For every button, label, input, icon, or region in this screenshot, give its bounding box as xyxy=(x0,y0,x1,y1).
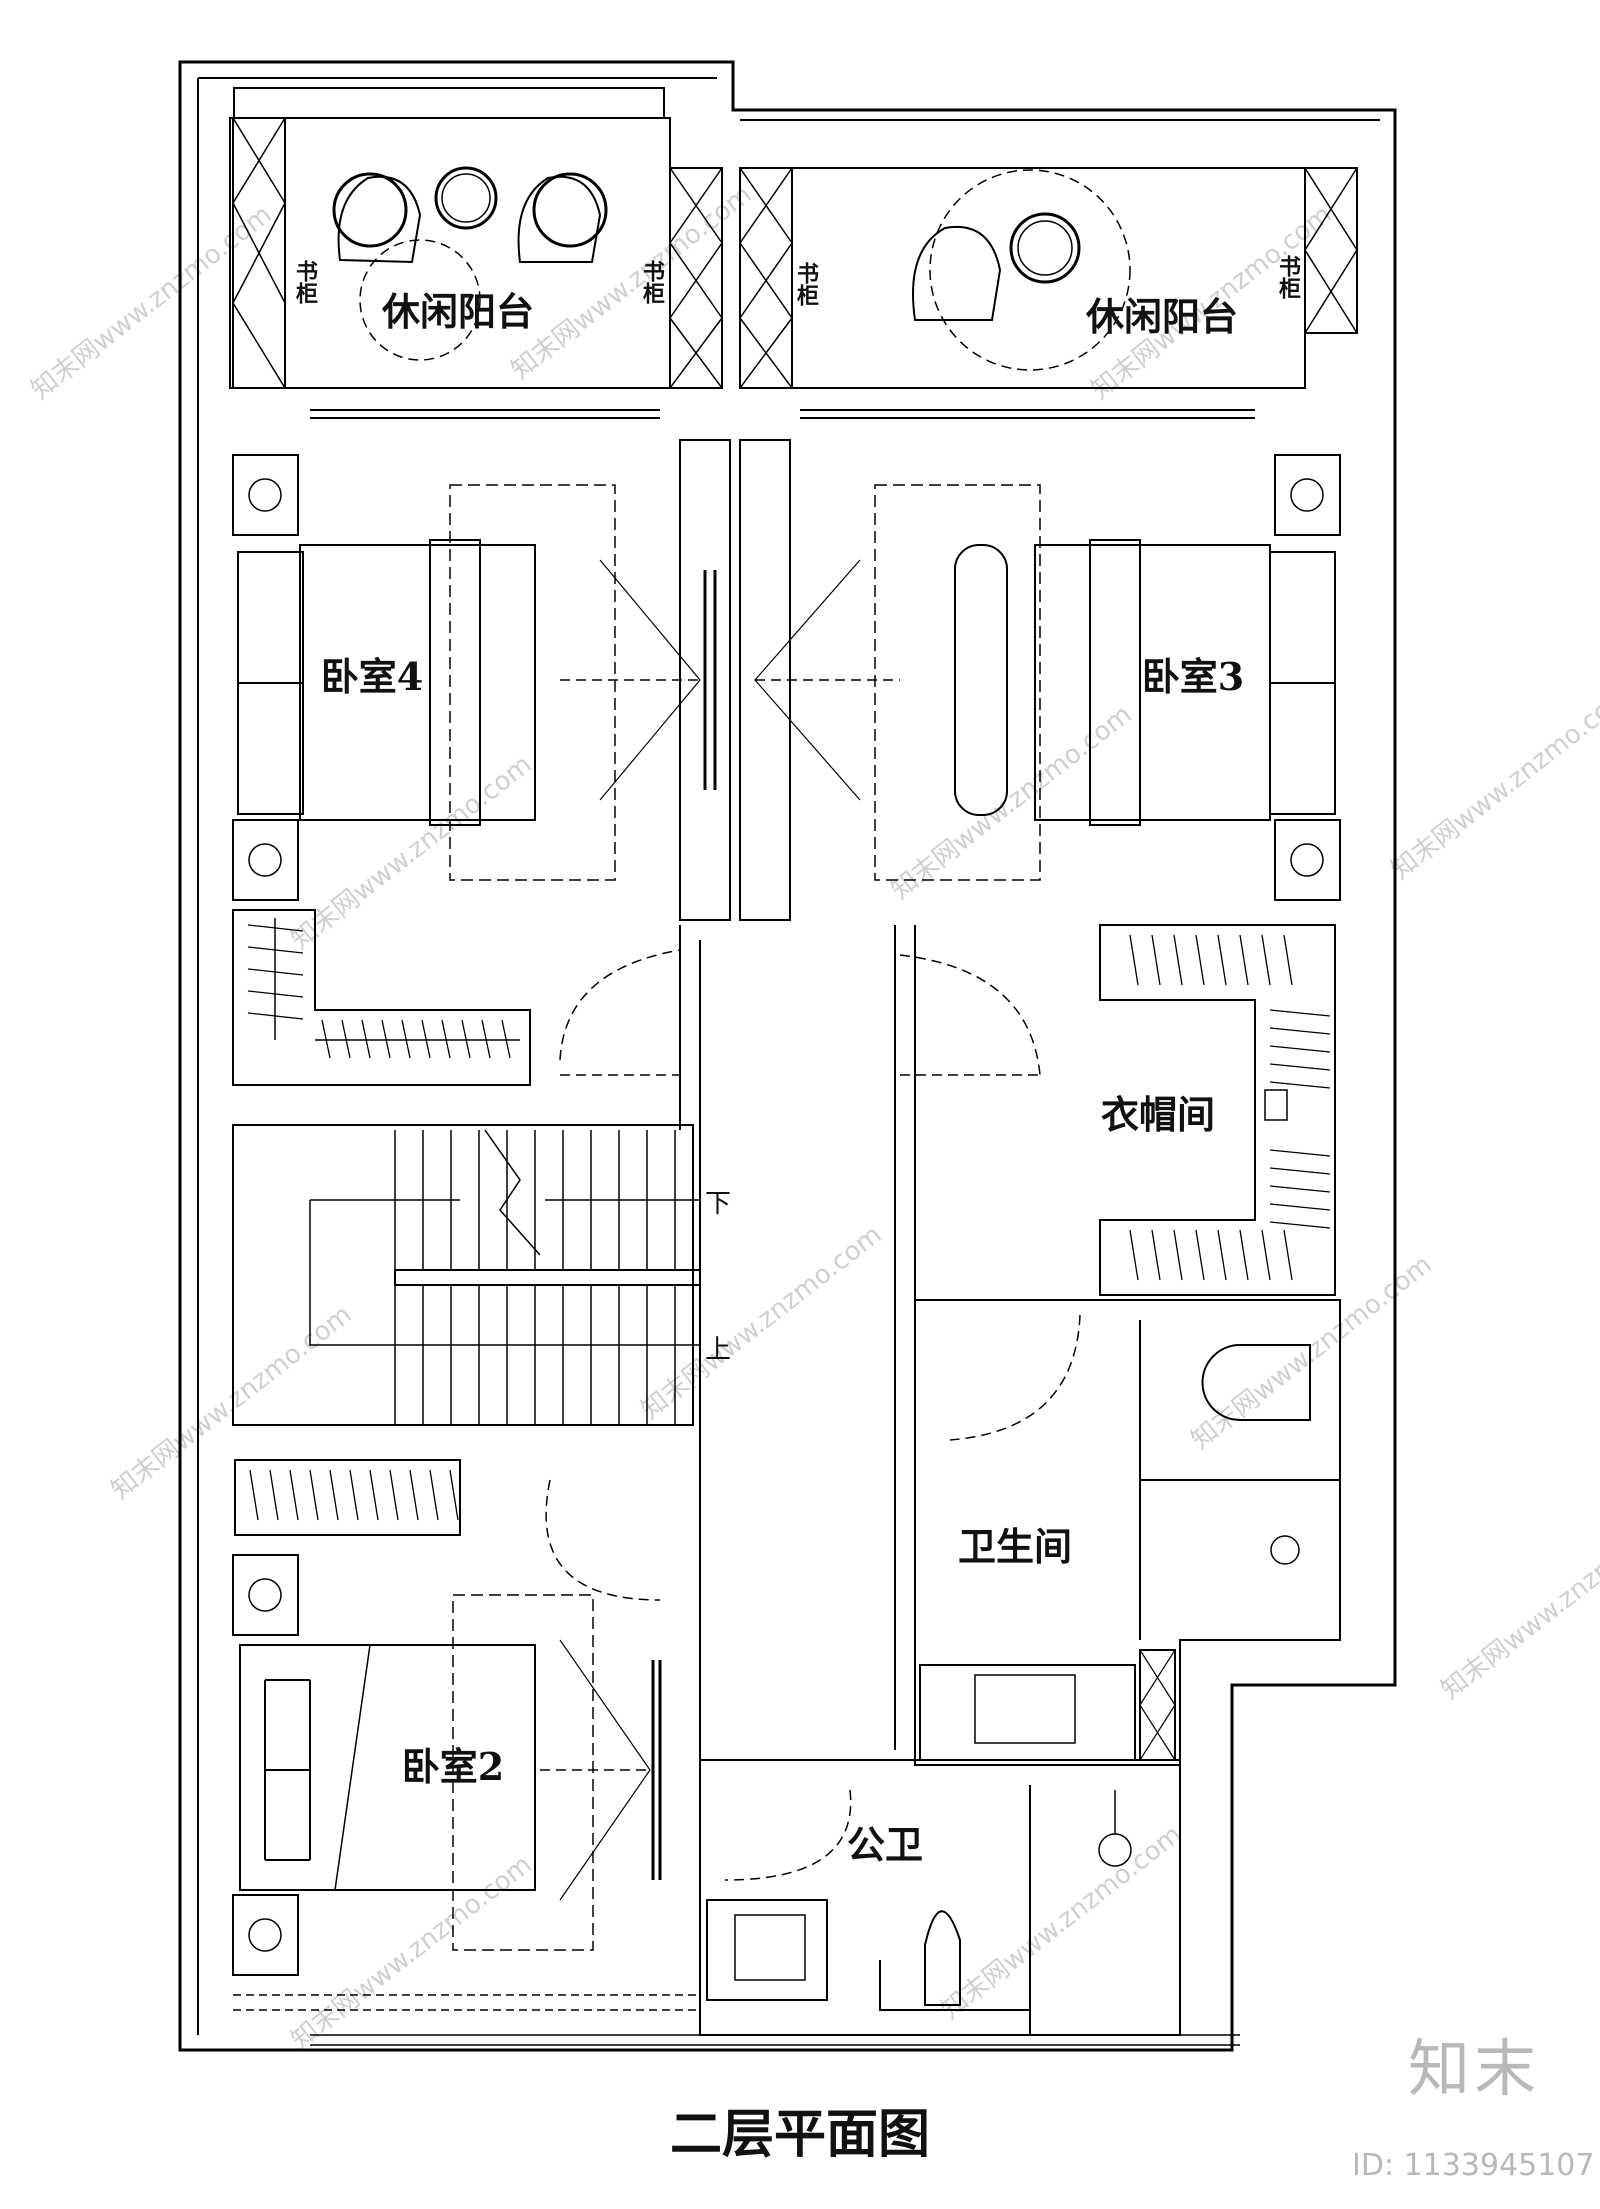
cloakroom-label: 衣帽间 xyxy=(1101,1092,1215,1137)
public-wc-label: 公卫 xyxy=(847,1822,923,1867)
balcony-left-label: 休闲阳台 xyxy=(381,289,534,334)
bookcase-label-2: 书柜 xyxy=(639,260,665,304)
bedroom3-label: 卧室3 xyxy=(1142,654,1244,699)
closet-hangers xyxy=(1269,1149,1331,1229)
closet-hangers xyxy=(321,1019,511,1059)
stair-up-label: 上 xyxy=(705,1335,731,1365)
closet-hangers xyxy=(247,924,304,1020)
watermark-text: 知末网www.znzmo.com xyxy=(286,1850,538,2056)
watermark-text: 知末网www.znzmo.com xyxy=(636,1220,888,1426)
watermark-text: 知末网www.znzmo.com xyxy=(286,750,538,956)
watermark-text: 知末网www.znzmo.com xyxy=(1186,1250,1438,1456)
watermark-text: 知末网www.znzmo.com xyxy=(936,1820,1188,2026)
stair-treads xyxy=(394,1130,676,1425)
closet-hangers xyxy=(249,1469,459,1521)
balcony-right-label: 休闲阳台 xyxy=(1085,294,1238,339)
bathroom-label: 卫生间 xyxy=(958,1524,1072,1569)
watermark-logo: 知末 xyxy=(1408,2032,1541,2105)
bookcase-label-1: 书柜 xyxy=(292,260,318,304)
watermark-id: ID: 1133945107 xyxy=(1352,2148,1595,2183)
bedroom2-bed xyxy=(239,1644,536,1891)
side-table xyxy=(434,166,498,230)
bookcase-right xyxy=(1304,167,1358,334)
watermark-text: 知末网www.znzmo.com xyxy=(886,700,1138,906)
staircase xyxy=(232,1124,694,1426)
bathroom-walls xyxy=(914,1299,1341,1766)
watermark-text: 知末网www.znzmo.com xyxy=(506,180,758,386)
plan-title: 二层平面图 xyxy=(669,2105,930,2165)
outer-wall xyxy=(178,60,1397,2052)
watermark-text: 知末网www.znzmo.com xyxy=(1386,680,1600,886)
inner-wall xyxy=(197,77,1380,2035)
bookcase-left xyxy=(232,117,286,389)
balcony-left-outline xyxy=(229,117,671,389)
watermark-layer: 知末网www.znzmo.com 知末网www.znzmo.com 知末网www.z… xyxy=(26,180,1600,2056)
bedroom4-label: 卧室4 xyxy=(321,654,423,699)
closet-hangers xyxy=(1129,1229,1293,1281)
stair-down-label: 下 xyxy=(705,1189,731,1219)
watermark-text: 知末网www.znzmo.com xyxy=(106,1300,358,1506)
closet-hangers xyxy=(1129,934,1293,986)
bedroom4-closet xyxy=(232,909,531,1086)
chair xyxy=(332,172,408,248)
watermark-text: 知末网www.znzmo.com xyxy=(1436,1500,1600,1706)
bookcase-label-4: 书柜 xyxy=(1275,255,1301,299)
bookcase-label-3: 书柜 xyxy=(793,262,819,306)
bedroom2-label: 卧室2 xyxy=(402,1744,504,1789)
watermark-text: 知末网www.znzmo.com xyxy=(26,200,278,406)
closet-hangers xyxy=(1269,1009,1331,1089)
cloakroom-closet xyxy=(1099,924,1336,1296)
